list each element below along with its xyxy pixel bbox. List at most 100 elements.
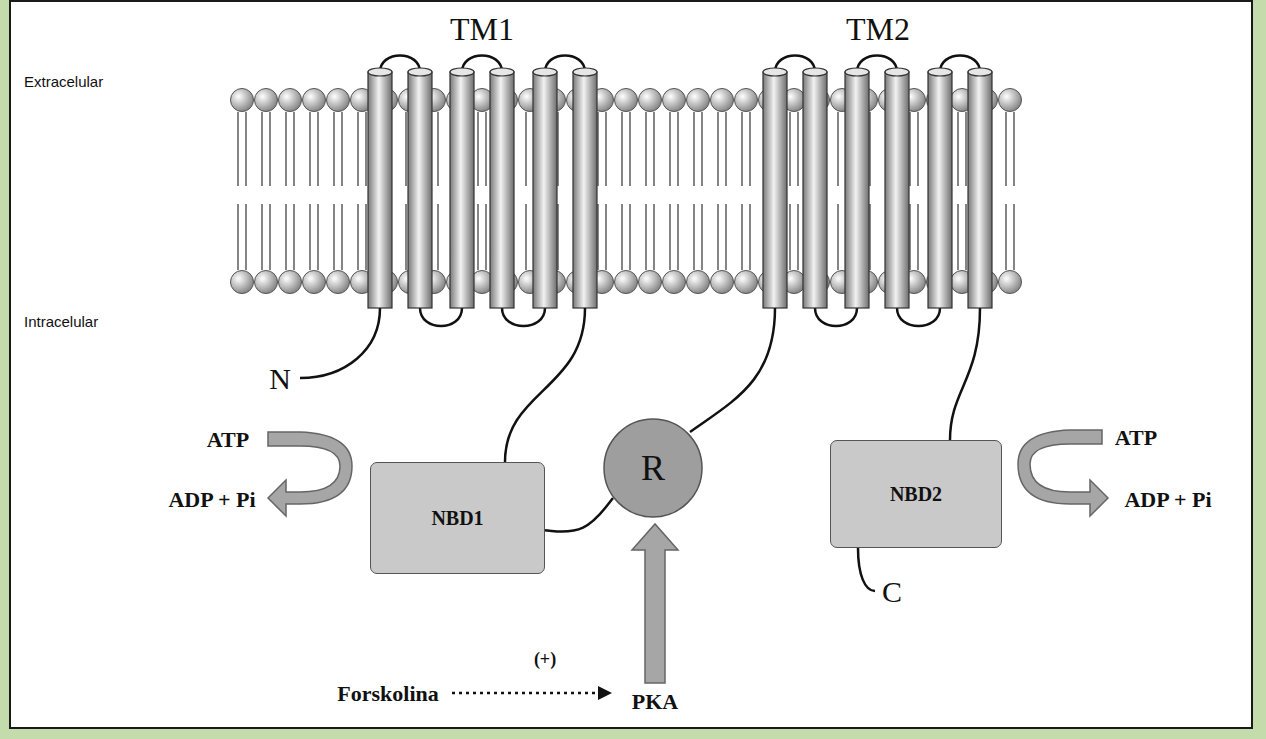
product-label: ADP + Pi [168,488,255,512]
lipid-tail [645,112,646,186]
lipid-head [327,89,350,112]
chain-line [690,308,775,432]
lipid-tail [269,204,270,270]
lipid-tail [741,112,742,186]
lipid-head [639,271,662,294]
domain-box: NBD2 [830,440,1002,548]
lipid-head [711,271,734,294]
helix-top [408,68,432,76]
lipid-tail [437,204,438,270]
lipid-head [735,271,758,294]
lipid-tail [1005,112,1006,186]
lipid-tail [245,204,246,270]
lipid-tail [669,204,670,270]
helix-cylinders [368,68,992,308]
drug-label: Forskolina [337,682,438,706]
lipid-tail [653,204,654,270]
helix-top [490,68,514,76]
lipid-tail [477,204,478,270]
n-terminus-line [300,308,380,378]
lipid-head [687,271,710,294]
lipid-tail [437,112,438,186]
lipid-tail [965,204,966,270]
lipid-tail [725,204,726,270]
lipid-tail [965,112,966,186]
dotted-line [452,692,600,695]
lipid-tail [621,204,622,270]
lipid-head [735,89,758,112]
lipid-tail [693,112,694,186]
lipid-head [663,89,686,112]
substrate-label: ATP [1115,426,1157,450]
pka-arrow [632,524,678,683]
lipid-tail [917,112,918,186]
lipid-head [255,271,278,294]
lipid-tail [749,112,750,186]
lipid-head [231,271,254,294]
sign-label: (+) [534,650,556,670]
lipid-tail [357,204,358,270]
lipid-tail [317,204,318,270]
product-label: ADP + Pi [1124,488,1211,512]
lipid-head [687,89,710,112]
lipid-tail [477,112,478,186]
lipid-tail [653,112,654,186]
lipid-tail [357,112,358,186]
helix-top [885,68,909,76]
lipid-head [279,89,302,112]
helix-cylinder [803,72,827,308]
node-label: R [641,447,665,489]
lipid-tail [749,204,750,270]
lipid-tail [789,204,790,270]
helix-top [368,68,392,76]
activation-arrow [632,524,678,683]
helix-cylinder [450,72,474,308]
chain-line [505,308,585,462]
helix-cylinder [928,72,952,308]
domain-label: TM2 [846,12,910,47]
lipid-tail [293,112,294,186]
lipid-tail [261,112,262,186]
lipid-tail [629,204,630,270]
helix-top [533,68,557,76]
hydrolysis-arrow [268,432,352,516]
lipid-tail [341,204,342,270]
lipid-tail [365,204,366,270]
lipid-tail [405,112,406,186]
forskolin-arrow [452,686,612,700]
intracellular-loop [502,308,545,326]
lipid-tail [309,204,310,270]
lipid-head [255,89,278,112]
node-label: NBD1 [431,507,483,530]
lipid-tail [1005,204,1006,270]
helix-cylinder [368,72,392,308]
region-label: Intracelular [24,314,98,331]
lipid-tail [717,112,718,186]
lipid-head [327,271,350,294]
lipid-tail [837,112,838,186]
lipid-tail [701,112,702,186]
intracellular-loop [420,308,462,326]
lipid-tail [237,204,238,270]
lipid-tail [717,204,718,270]
lipid-tail [237,112,238,186]
lipid-tail [693,204,694,270]
intracellular-loop [897,308,940,326]
helix-top [763,68,787,76]
lipid-tail [645,204,646,270]
lipid-tail [285,204,286,270]
lipid-head [303,271,326,294]
lipid-head [615,89,638,112]
lipid-tail [485,204,486,270]
c-terminus-line [858,548,875,591]
helix-cylinder [573,72,597,308]
hydrolysis-arrow [1018,430,1108,516]
lipid-head [711,89,734,112]
helix-cylinder [845,72,869,308]
lipid-tail [317,112,318,186]
terminus-label: N [269,362,291,395]
helix-cylinder [490,72,514,308]
lipid-head [303,89,326,112]
circle-shape [604,419,702,517]
lipid-tail [485,112,486,186]
